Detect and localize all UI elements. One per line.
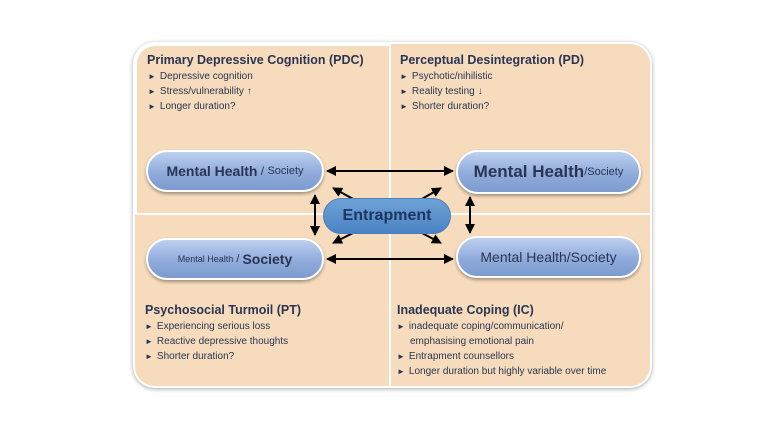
ic-title: Inadequate Coping (IC) [397, 303, 534, 317]
entrapment-label: Entrapment [342, 207, 432, 224]
list-item: ►inadequate coping/communication/ [397, 321, 564, 332]
pill-mental-health-society-tr: Mental Health/Society [456, 150, 641, 194]
pt-list: ►Experiencing serious loss ►Reactive dep… [145, 319, 288, 364]
list-item: ►Psychotic/nihilistic [400, 71, 493, 82]
pdc-list: ►Depressive cognition ►Stress/vulnerabil… [148, 69, 253, 114]
list-item: ►Experiencing serious loss [145, 321, 271, 332]
pd-list: ►Psychotic/nihilistic ►Reality testing↓ … [400, 69, 493, 114]
pill-mental-health-society-bl: Mental Health / Society [146, 238, 324, 280]
list-item: ►Entrapment counsellors [397, 351, 514, 362]
arrow-up-icon: ↑ [246, 86, 252, 97]
list-item: emphasising emotional pain [410, 336, 534, 347]
list-item: ►Shorter duration? [400, 101, 490, 112]
entrapment-node: Entrapment [323, 198, 451, 234]
pill-mental-health-society-tl: Mental Health / Society [146, 150, 324, 192]
list-item: ►Stress/vulnerability↑ [148, 86, 252, 97]
list-item: ►Longer duration but highly variable ove… [397, 366, 607, 377]
list-item: ►Longer duration? [148, 101, 236, 112]
list-item: ►Shorter duration? [145, 351, 235, 362]
pill-mental-health-society-br: Mental Health/Society [456, 236, 641, 278]
ic-list: ►inadequate coping/communication/ emphas… [397, 319, 606, 379]
pd-title: Perceptual Desintegration (PD) [400, 53, 585, 67]
list-item: ►Reality testing↓ [400, 86, 483, 97]
list-item: ►Depressive cognition [148, 71, 253, 82]
pt-title: Psychosocial Turmoil (PT) [145, 303, 302, 317]
list-item: ►Reactive depressive thoughts [145, 336, 289, 347]
arrow-down-icon: ↓ [477, 86, 483, 97]
pdc-title: Primary Depressive Cognition (PDC) [147, 53, 364, 67]
